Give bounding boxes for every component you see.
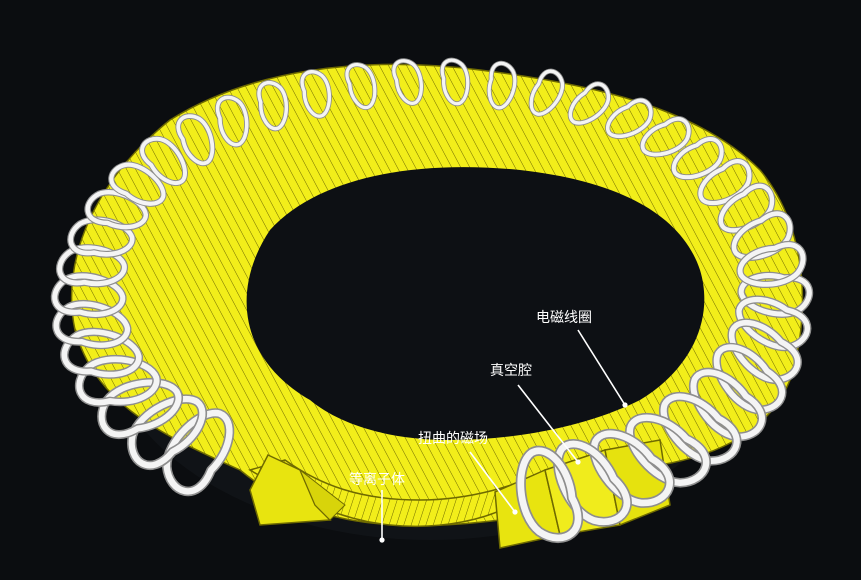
leader-dot-twisted-field (512, 509, 517, 514)
leader-dot-vacuum-chamber (575, 459, 580, 464)
label-vacuum-chamber: 真空腔 (490, 363, 532, 379)
leader-dot-plasma (379, 537, 384, 542)
label-coil: 电磁线圈 (536, 310, 592, 326)
label-plasma: 等离子体 (349, 471, 405, 488)
label-twisted-field: 扭曲的磁场 (418, 431, 488, 447)
leader-dot-coil (622, 402, 627, 407)
